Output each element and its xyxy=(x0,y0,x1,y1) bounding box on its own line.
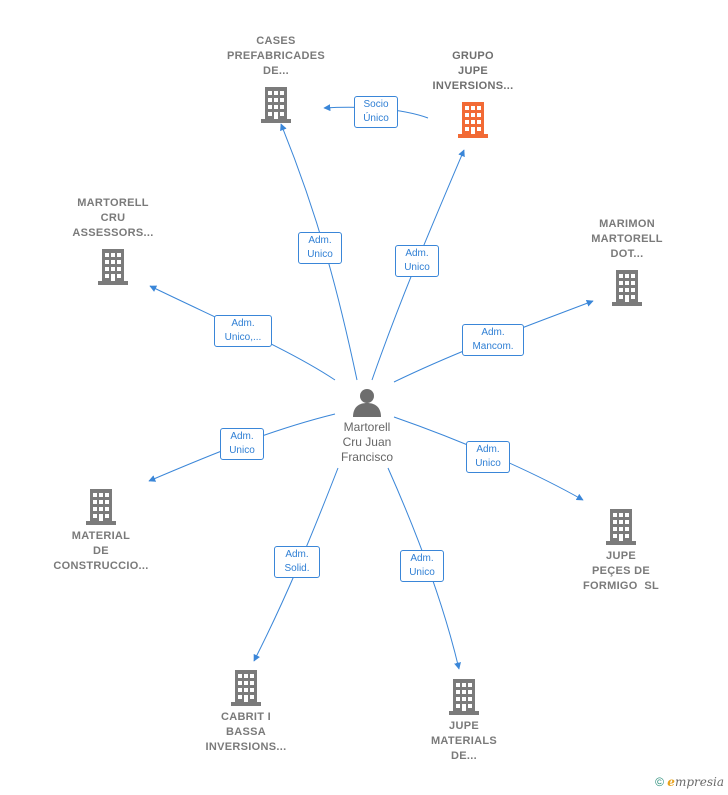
node-label-line: INVERSIONS... xyxy=(205,741,287,753)
edge-label-cabrit[interactable]: Adm. Solid. xyxy=(274,546,320,578)
node-label-line: PREFABRICADES xyxy=(226,50,326,62)
copyright-symbol: © xyxy=(655,775,664,789)
node-grupo-jupe-inversions[interactable]: GRUPO JUPE INVERSIONS... xyxy=(413,49,533,138)
edge-label-line: Adm. xyxy=(481,327,505,338)
building-icon xyxy=(98,249,128,285)
edge-label-line: Único xyxy=(363,113,389,124)
center-name-line: Martorell xyxy=(343,420,391,434)
center-name-line: Cru Juan xyxy=(342,435,392,449)
node-label-line: ASSESSORS... xyxy=(72,227,154,239)
building-icon xyxy=(458,102,488,138)
center-name-line: Francisco xyxy=(340,450,393,464)
edge-label-cases[interactable]: Adm. Unico xyxy=(298,232,342,264)
edge-label-line: Adm. xyxy=(230,431,254,442)
edge-label-line: Unico xyxy=(409,567,435,578)
node-label-line: MARTORELL xyxy=(591,233,663,245)
node-label-line: CABRIT I xyxy=(220,711,272,723)
node-label-line: JUPE xyxy=(606,550,636,562)
edge-label-line: Mancom. xyxy=(472,341,514,352)
edge-label-line: Unico,... xyxy=(224,332,262,343)
edge-label-line: Unico xyxy=(475,458,501,469)
node-material-de-construccio[interactable]: MATERIAL DE CONSTRUCCIO... xyxy=(41,487,161,574)
node-label-line: CRU xyxy=(100,212,126,224)
node-cabrit-i-bassa-inversions[interactable]: CABRIT I BASSA INVERSIONS... xyxy=(186,668,306,755)
node-label-line: CASES xyxy=(256,35,296,47)
node-jupe-materials-de[interactable]: JUPE MATERIALS DE... xyxy=(404,677,524,764)
edge-label-line: Socio xyxy=(363,99,389,110)
edge-label-line: Unico xyxy=(404,262,430,273)
node-cases-prefabricades[interactable]: CASES PREFABRICADES DE... xyxy=(216,34,336,123)
node-label-line: JUPE xyxy=(458,65,488,77)
footer-watermark: © empresia xyxy=(655,775,724,789)
edge-label-grupo[interactable]: Adm. Unico xyxy=(395,245,439,277)
edge-label-line: Adm. xyxy=(476,444,500,455)
building-icon xyxy=(231,670,261,706)
edge-label-socio-unico[interactable]: Socio Único xyxy=(354,96,398,128)
brand-logo: empresia xyxy=(667,775,724,789)
node-label-line: PEÇES DE xyxy=(591,565,651,577)
building-icon xyxy=(261,87,291,123)
building-icon xyxy=(449,679,479,715)
node-label-line: MATERIALS xyxy=(430,735,498,747)
node-label-line: MATERIAL xyxy=(71,530,131,542)
edge-label-line: Adm. xyxy=(405,248,429,259)
node-label-line: DE... xyxy=(451,750,477,762)
node-label-line: JUPE xyxy=(449,720,479,732)
edge-label-line: Unico xyxy=(229,445,255,456)
node-label-line: DOT... xyxy=(610,248,644,260)
edge-label-line: Unico xyxy=(307,249,333,260)
edge-label-assessors[interactable]: Adm. Unico,... xyxy=(214,315,272,347)
node-label-line: DE... xyxy=(263,65,289,77)
edge-label-jupematerials[interactable]: Adm. Unico xyxy=(400,550,444,582)
node-label-line: FORMIGO SL xyxy=(582,580,660,592)
node-label-line: GRUPO xyxy=(452,50,494,62)
node-label-line: CONSTRUCCIO... xyxy=(53,560,149,572)
edge-label-line: Adm. xyxy=(231,318,255,329)
node-label-line: DE xyxy=(93,545,109,557)
node-label-line: MARTORELL xyxy=(77,197,149,209)
edge-label-line: Adm. xyxy=(410,553,434,564)
edge-label-line: Adm. xyxy=(308,235,332,246)
edge-label-jupepeces[interactable]: Adm. Unico xyxy=(466,441,510,473)
edge-label-line: Adm. xyxy=(285,549,309,560)
node-martorell-cru-assessors[interactable]: MARTORELL CRU ASSESSORS... xyxy=(53,196,173,285)
building-icon xyxy=(612,270,642,306)
edge-label-marimon[interactable]: Adm. Mancom. xyxy=(462,324,524,356)
edge-label-material[interactable]: Adm. Unico xyxy=(220,428,264,460)
node-marimon-martorell-dot[interactable]: MARIMON MARTORELL DOT... xyxy=(567,217,687,306)
building-icon xyxy=(606,509,636,545)
edge-label-line: Solid. xyxy=(284,563,310,574)
person-icon xyxy=(353,389,381,417)
center-person-node[interactable]: Martorell Cru Juan Francisco xyxy=(322,387,412,465)
node-label-line: INVERSIONS... xyxy=(432,80,514,92)
node-label-line: MARIMON xyxy=(599,218,655,230)
node-label-line: BASSA xyxy=(225,726,266,738)
building-icon xyxy=(86,489,116,525)
node-jupe-peces-de-formigo[interactable]: JUPE PEÇES DE FORMIGO SL xyxy=(561,507,681,594)
